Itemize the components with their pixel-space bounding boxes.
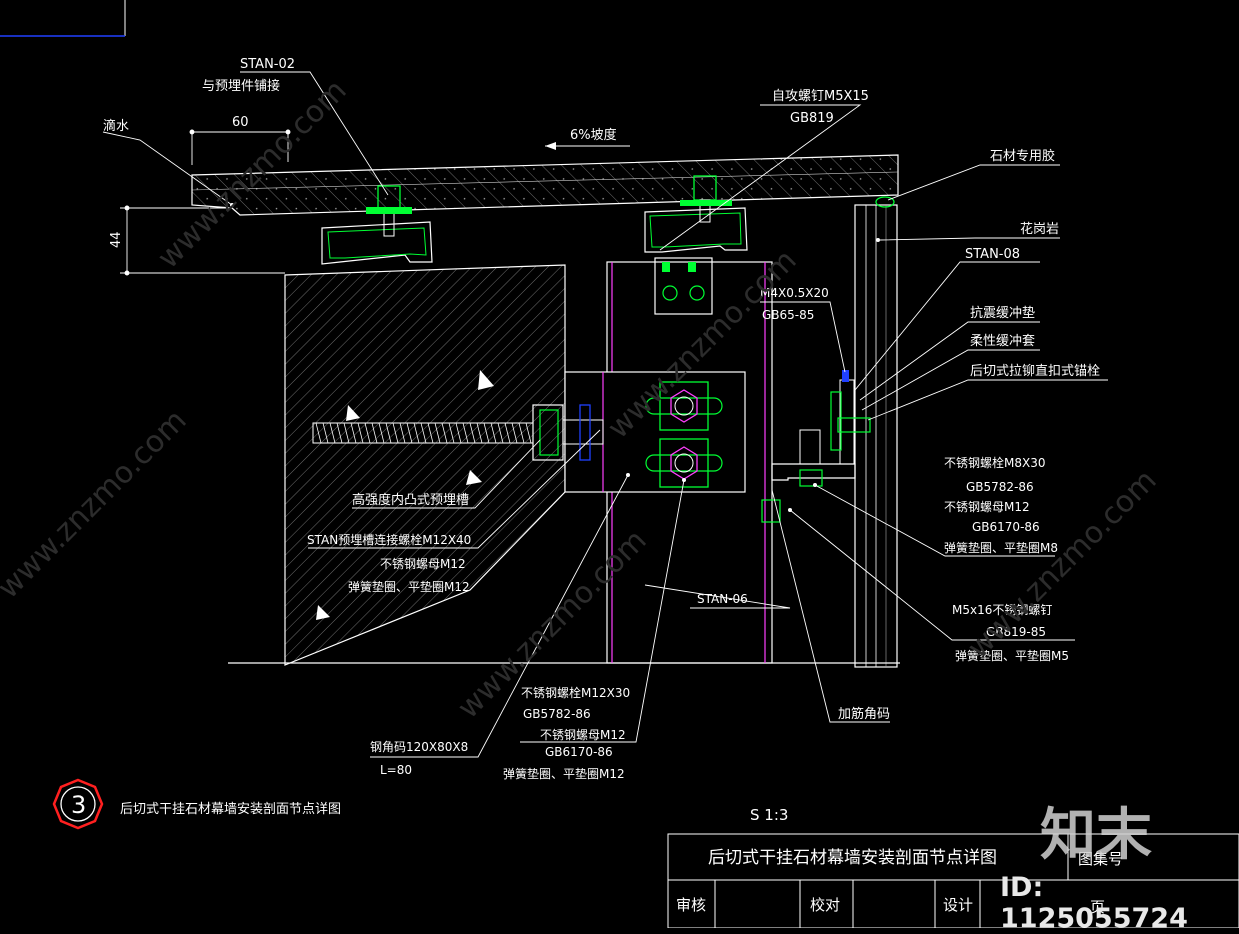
brand-watermark: 知末 — [1040, 803, 1152, 868]
label-screw-top-std: GB819 — [790, 111, 834, 126]
label-stan02: STAN-02 — [240, 57, 295, 72]
label-steel-angle: 钢角码120X80X8 — [370, 740, 468, 754]
concrete-structure — [284, 264, 566, 666]
label-embed-slot: 高强度内凸式预埋槽 — [352, 492, 469, 508]
dimension-44 — [120, 205, 285, 276]
right-stone-panel — [854, 196, 898, 668]
label-granite: 花岗岩 — [1020, 221, 1059, 237]
right-top-clip — [644, 175, 748, 315]
title-block-drawing-no: 图集号 — [1078, 850, 1123, 868]
label-washer-m12-b: 弹簧垫圈、平垫圈M12 — [503, 766, 625, 781]
title-block-review: 审核 — [676, 896, 706, 914]
viewport-corner-frame — [0, 0, 126, 37]
label-rib-angle: 加筋角码 — [838, 706, 890, 722]
label-washer-m5: 弹簧垫圈、平垫圈M5 — [955, 648, 1069, 663]
title-block — [667, 833, 1239, 928]
label-bolt-m8-std: GB5782-86 — [966, 480, 1034, 494]
label-m4-std: GB65-85 — [762, 308, 814, 322]
detail-number-badge — [52, 778, 104, 830]
left-top-clip — [321, 185, 433, 265]
right-side-bracket — [761, 370, 871, 523]
label-nut-m12-l: 不锈钢螺母M12 — [380, 557, 466, 571]
leader-lines — [102, 71, 1108, 758]
label-bolt-m12: 不锈钢螺栓M12X30 — [521, 685, 630, 700]
title-block-title: 后切式干挂石材幕墙安装剖面节点详图 — [708, 848, 997, 868]
label-stan08: STAN-08 — [965, 247, 1020, 262]
slope-label: 6%坡度 — [570, 127, 617, 143]
detail-caption: 后切式干挂石材幕墙安装剖面节点详图 — [120, 802, 341, 817]
dim-60-label: 60 — [232, 115, 249, 130]
label-flex-sleeve: 柔性缓冲套 — [970, 333, 1035, 349]
label-bolt-m12-std: GB5782-86 — [523, 707, 591, 721]
label-stan02-sub: 与预埋件铺接 — [202, 78, 280, 94]
label-screw-top: 自攻螺钉M5X15 — [772, 89, 869, 104]
title-block-design: 设计 — [943, 896, 973, 914]
steel-angle-plate — [564, 371, 746, 493]
label-bolt-m8: 不锈钢螺栓M8X30 — [944, 455, 1045, 470]
label-stan-bolt: STAN预埋槽连接螺栓M12X40 — [307, 532, 471, 547]
label-anchor: 后切式拉铆直扣式锚栓 — [970, 364, 1100, 379]
label-drip: 滴水 — [103, 118, 129, 134]
leader-dots — [230, 203, 880, 512]
slope-arrow — [545, 142, 630, 150]
svg-text:www.znzmo.com: www.znzmo.com — [0, 403, 194, 606]
scale-label: S 1:3 — [750, 806, 788, 824]
threaded-anchor-bolt — [312, 404, 604, 461]
id-watermark: ID: 1125055724 — [1000, 872, 1188, 934]
label-steel-angle-len: L=80 — [380, 763, 412, 777]
dimension-60 — [189, 129, 291, 165]
label-nut-m12-b: 不锈钢螺母M12 — [540, 728, 626, 742]
label-washer-m12-l: 弹簧垫圈、平垫圈M12 — [348, 579, 470, 594]
label-stan06: STAN-06 — [697, 592, 748, 606]
dim-44-label: 44 — [109, 231, 124, 248]
label-m4: M4X0.5X20 — [760, 286, 829, 300]
top-stone-slab — [191, 154, 899, 216]
label-nut-m12-b-std: GB6170-86 — [545, 745, 613, 759]
label-nut-m12-r-std: GB6170-86 — [972, 520, 1040, 534]
label-stone-glue: 石材专用胶 — [990, 148, 1055, 164]
label-screw-m5-std: GB819-85 — [986, 625, 1046, 639]
detail-number: 3 — [71, 791, 86, 819]
label-nut-m12-r: 不锈钢螺母M12 — [944, 500, 1030, 514]
title-block-check: 校对 — [810, 896, 840, 914]
label-anti-shock-pad: 抗震缓冲垫 — [970, 305, 1035, 321]
label-screw-m5: M5x16不锈钢螺钉 — [952, 603, 1052, 617]
label-washer-m8: 弹簧垫圈、平垫圈M8 — [944, 540, 1058, 555]
title-block-page: 页 — [1090, 898, 1105, 916]
